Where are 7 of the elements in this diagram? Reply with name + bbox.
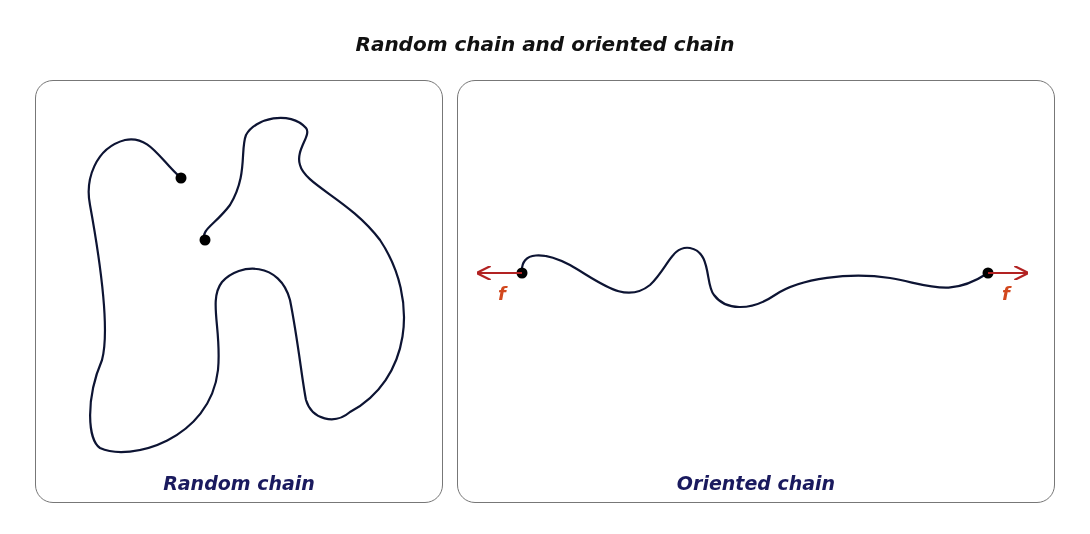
panel bbox=[457, 80, 1055, 503]
diagram-title: Random chain and oriented chain bbox=[354, 32, 736, 56]
force-label: f bbox=[1002, 283, 1010, 304]
panel-caption: Oriented chain bbox=[676, 472, 836, 494]
force-label: f bbox=[498, 283, 506, 304]
panel bbox=[35, 80, 443, 503]
panel-caption: Random chain bbox=[163, 472, 315, 494]
